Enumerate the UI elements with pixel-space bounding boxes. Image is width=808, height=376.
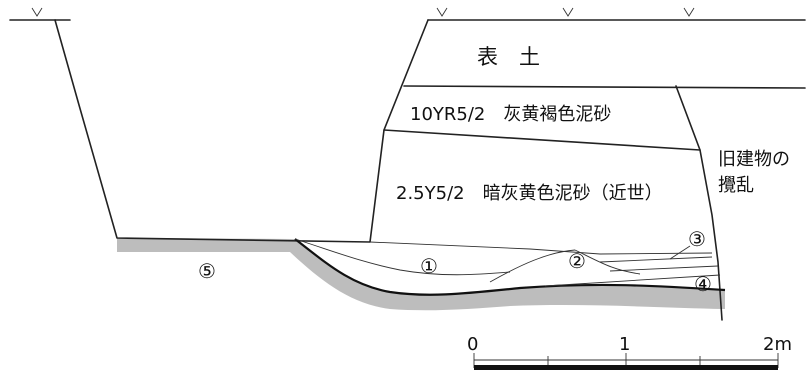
boundary-topsoil xyxy=(403,85,806,89)
grass-mark-2 xyxy=(562,7,574,17)
unit-3-label: ③ xyxy=(688,227,706,251)
label-old-building: 旧建物の xyxy=(718,149,790,170)
deposit-2-lens xyxy=(489,249,576,283)
scale-tick-2m: 2m xyxy=(763,334,792,355)
label-topsoil: 表 土 xyxy=(477,45,540,69)
deposit-3-line xyxy=(599,256,713,263)
disturbance-boundary xyxy=(675,85,723,321)
unit-2-label: ② xyxy=(568,249,586,273)
label-disturbance: 攪乱 xyxy=(718,175,754,196)
grass-mark-1 xyxy=(436,7,448,17)
leader-3 xyxy=(669,245,691,260)
label-layer-25y: 2.5Y5/2 暗灰黄色泥砂（近世） xyxy=(396,183,663,204)
gravel-layer-5 xyxy=(117,238,725,311)
unit-4-label: ④ xyxy=(694,272,712,296)
unit-1-label: ① xyxy=(420,254,438,278)
pit-outline xyxy=(54,19,429,243)
deposit-4-line xyxy=(544,274,721,287)
deposit-1-inner xyxy=(294,238,511,276)
label-layer-10yr: 10YR5/2 灰黄褐色泥砂 xyxy=(410,104,611,125)
deposit-2-lens-b xyxy=(574,249,641,275)
scale-tick-0: 0 xyxy=(467,334,478,355)
unit-5-label: ⑤ xyxy=(198,259,216,283)
deposit-3-line-b xyxy=(609,265,719,272)
deposit-top xyxy=(369,241,713,255)
boundary-layer1 xyxy=(383,129,701,151)
grass-mark-left xyxy=(31,7,43,17)
deposit-1-outline xyxy=(294,238,726,296)
scale-tick-1: 1 xyxy=(619,334,630,355)
scale-bar: 0 1 2m xyxy=(467,334,792,370)
grass-mark-3 xyxy=(683,7,695,17)
